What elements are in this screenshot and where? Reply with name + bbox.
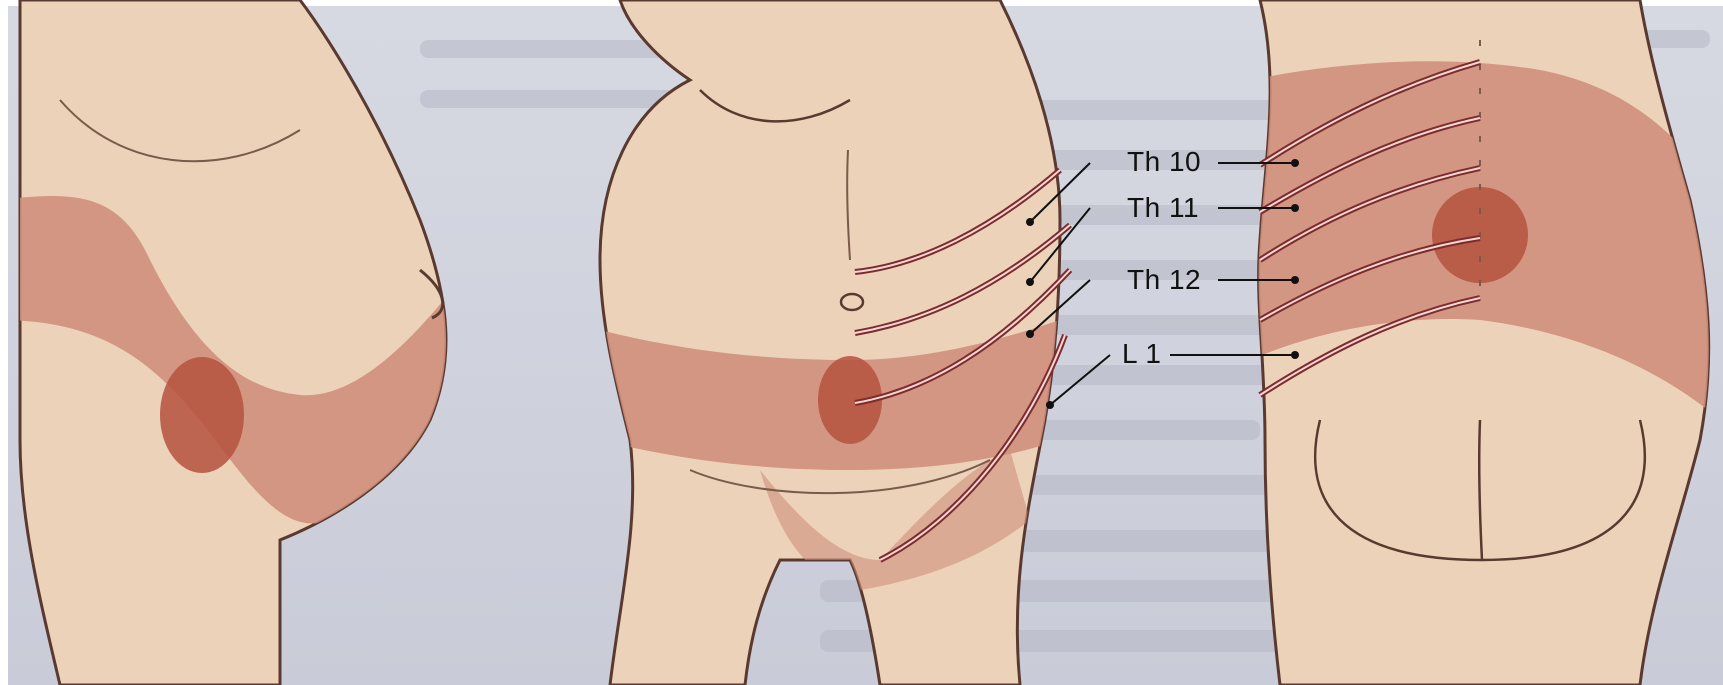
label-th11: Th 11 bbox=[1127, 192, 1199, 224]
label-th10: Th 10 bbox=[1127, 146, 1201, 178]
frame-white-left bbox=[0, 0, 8, 685]
figure-back-view bbox=[1250, 0, 1720, 685]
label-th12: Th 12 bbox=[1127, 264, 1201, 296]
side-pain-focus bbox=[160, 357, 244, 473]
label-l1: L 1 bbox=[1122, 338, 1161, 370]
